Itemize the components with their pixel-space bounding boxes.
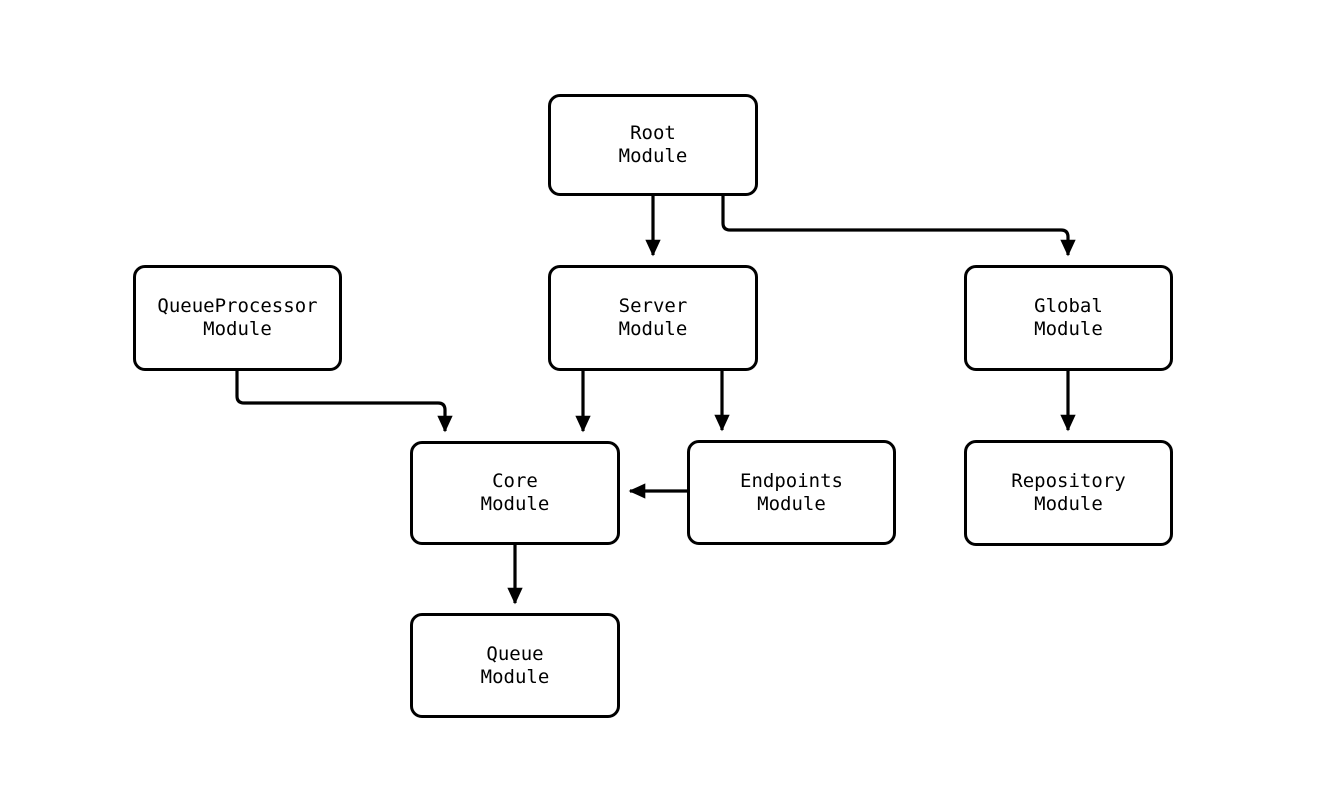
node-repository-module-line1: Repository — [1011, 470, 1126, 492]
node-endpoints-module[interactable]: Endpoints Module — [687, 440, 896, 545]
node-server-module-line2: Module — [618, 318, 688, 340]
node-server-module[interactable]: Server Module — [548, 265, 758, 371]
node-queueprocessor-module-line2: Module — [203, 318, 272, 340]
node-queueprocessor-module[interactable]: QueueProcessor Module — [133, 265, 342, 371]
node-queue-module-line2: Module — [480, 665, 550, 688]
node-core-module[interactable]: Core Module — [410, 441, 620, 545]
node-root-module[interactable]: Root Module — [548, 94, 758, 196]
node-global-module[interactable]: Global Module — [964, 265, 1173, 371]
node-server-module-line1: Server — [618, 295, 688, 317]
node-core-module-line2: Module — [480, 493, 550, 515]
node-root-module-line2: Module — [618, 145, 688, 167]
node-repository-module-line2: Module — [1034, 493, 1103, 515]
node-endpoints-module-line2: Module — [757, 492, 826, 515]
node-repository-module[interactable]: Repository Module — [964, 440, 1173, 546]
edge-queueprocessor-to-core — [235, 371, 453, 433]
edge-root-to-global — [721, 196, 1076, 257]
node-global-module-line1: Global — [1034, 295, 1103, 317]
node-queue-module-line1: Queue — [486, 642, 544, 665]
node-queue-module[interactable]: Queue Module — [410, 613, 620, 718]
node-queueprocessor-module-line1: QueueProcessor — [157, 295, 318, 317]
node-global-module-line2: Module — [1034, 318, 1103, 340]
node-root-module-line1: Root — [630, 122, 676, 144]
node-endpoints-module-line1: Endpoints — [740, 469, 843, 492]
node-core-module-line1: Core — [492, 470, 538, 492]
